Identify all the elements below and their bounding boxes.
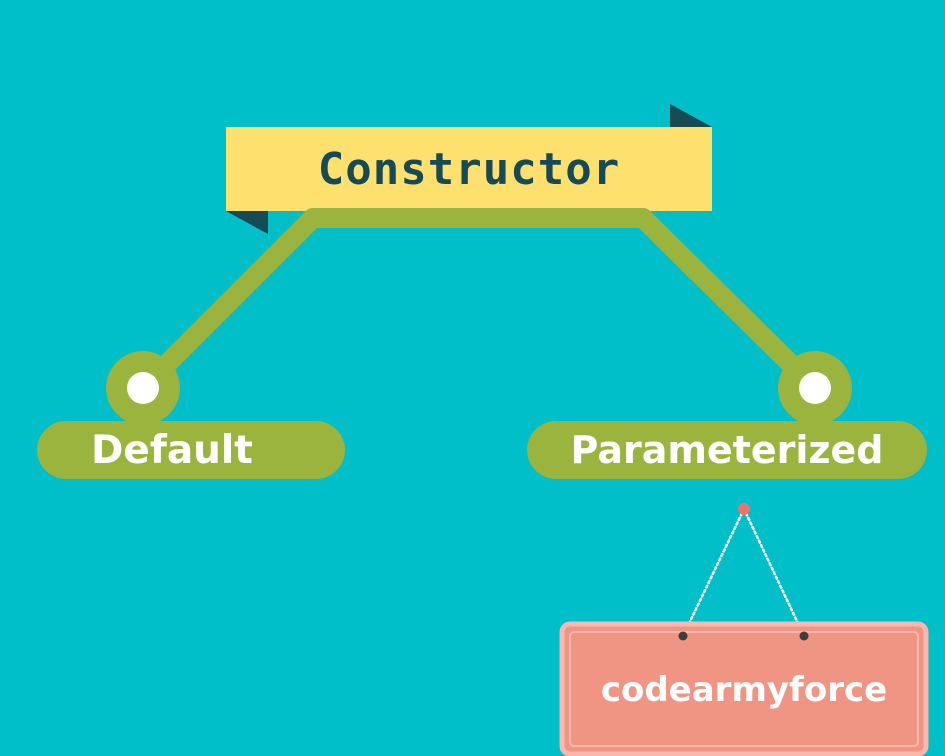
sign-board	[559, 621, 929, 756]
title-banner	[226, 127, 712, 211]
banner-fold-top-right	[670, 104, 712, 127]
parameterized-label: Parameterized	[570, 428, 884, 472]
parameterized-node-dot	[799, 372, 831, 404]
connector-line	[133, 208, 825, 398]
default-node-dot	[127, 372, 159, 404]
parameterized-pill	[527, 421, 927, 479]
default-label: Default	[91, 427, 253, 473]
sign-board-inner-border	[569, 631, 919, 747]
sign-text: codearmyforce	[600, 670, 888, 710]
sign-string-left	[681, 507, 746, 638]
default-pill	[37, 421, 345, 479]
sign-hook-left	[678, 631, 688, 641]
sign-hook-right	[799, 631, 809, 641]
banner-fold-bottom-left	[226, 211, 268, 234]
sign-pin	[738, 503, 750, 515]
sign-string-right	[742, 507, 806, 638]
constructor-title: Constructor	[317, 143, 621, 195]
